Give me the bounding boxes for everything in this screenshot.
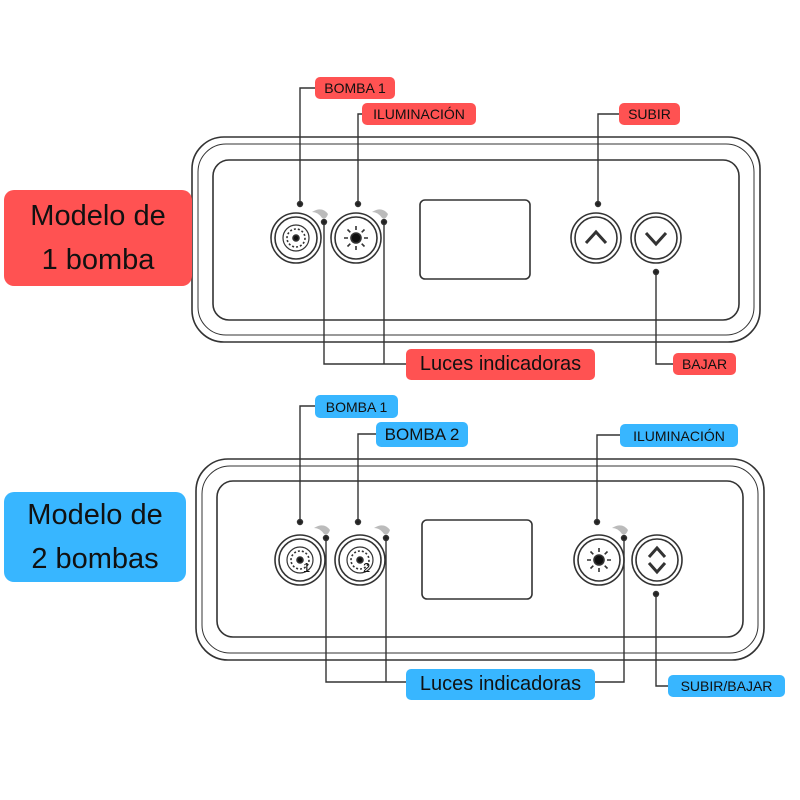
display xyxy=(419,199,531,280)
title-line-1: Modelo de xyxy=(30,200,166,232)
indicator-light-2 xyxy=(371,208,389,220)
label-bomba1: BOMBA 1 xyxy=(315,395,398,418)
label-bajar: BAJAR xyxy=(673,353,736,375)
title-line-2: 2 bombas xyxy=(31,543,159,575)
pump1-button[interactable] xyxy=(270,212,322,264)
pump-number-2: 2 xyxy=(363,560,370,575)
label-luces-indicadoras: Luces indicadoras xyxy=(406,349,595,380)
down-button[interactable] xyxy=(630,212,682,264)
indicator-light-3 xyxy=(611,524,629,536)
light-button[interactable] xyxy=(573,534,625,586)
title-line-1: Modelo de xyxy=(27,499,163,531)
pump1-button[interactable] xyxy=(274,534,326,586)
title-line-2: 1 bomba xyxy=(41,244,155,276)
pump2-button[interactable] xyxy=(334,534,386,586)
label-bomba1: BOMBA 1 xyxy=(315,77,395,99)
pump-number-1: 1 xyxy=(303,560,310,575)
label-bomba2: BOMBA 2 xyxy=(376,422,468,447)
leader-lines-1 xyxy=(296,87,673,365)
label-iluminacion: ILUMINACIÓN xyxy=(362,103,476,125)
up-button[interactable] xyxy=(570,212,622,264)
updown-button[interactable] xyxy=(631,534,683,586)
display xyxy=(421,519,533,600)
model-2-title: Modelo de 2 bombas xyxy=(4,492,186,582)
light-button[interactable] xyxy=(330,212,382,264)
label-subir-bajar: SUBIR/BAJAR xyxy=(668,675,785,697)
label-subir: SUBIR xyxy=(619,103,680,125)
indicator-light-2 xyxy=(373,524,391,536)
indicator-light-1 xyxy=(313,524,331,536)
control-panel-1bomba xyxy=(191,136,761,343)
control-panel-2bombas: 1 2 xyxy=(195,458,765,661)
label-iluminacion: ILUMINACIÓN xyxy=(620,424,738,447)
label-luces-indicadoras: Luces indicadoras xyxy=(406,669,595,700)
model-1-title: Modelo de 1 bomba xyxy=(4,190,192,286)
leader-lines-2 xyxy=(296,405,668,687)
indicator-light-1 xyxy=(311,208,329,220)
